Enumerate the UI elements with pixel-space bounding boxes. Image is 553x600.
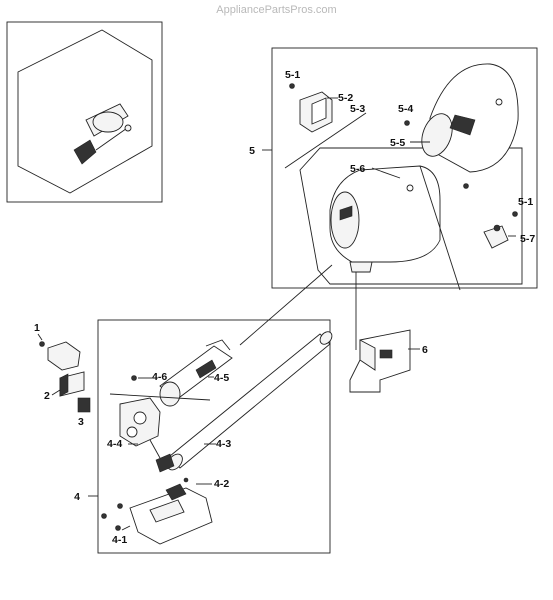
part-4-3-tube bbox=[167, 331, 333, 471]
housing-outline bbox=[299, 147, 523, 285]
overview-inset bbox=[6, 21, 163, 203]
label-5-7: 5-7 bbox=[520, 233, 535, 245]
label-5-4: 5-4 bbox=[398, 103, 413, 115]
watermark-text: AppliancePartsPros.com bbox=[216, 4, 337, 16]
part-5-6-lower-drum bbox=[329, 165, 441, 273]
leader-5-3 bbox=[284, 112, 367, 169]
group-4-frame: 4 bbox=[74, 319, 331, 554]
label-2: 2 bbox=[44, 390, 50, 402]
part-4-1-base-bracket bbox=[101, 483, 213, 545]
overview-cabinet-outline bbox=[17, 29, 153, 194]
label-5-5: 5-5 bbox=[390, 137, 405, 149]
part-5-7-sensor bbox=[483, 224, 516, 249]
part-2-connector bbox=[59, 371, 85, 397]
label-6: 6 bbox=[422, 344, 428, 356]
part-5-2-bracket bbox=[289, 83, 333, 133]
label-4-1: 4-1 bbox=[112, 534, 127, 546]
label-4-6: 4-6 bbox=[152, 371, 167, 383]
overview-frame bbox=[6, 21, 163, 203]
part-6-bracket bbox=[349, 329, 411, 393]
part-1-clip bbox=[39, 341, 81, 371]
part-4-5-burner bbox=[159, 339, 233, 407]
label-4-4: 4-4 bbox=[107, 438, 122, 450]
label-5-2: 5-2 bbox=[338, 92, 353, 104]
overview-burner-assembly bbox=[73, 103, 132, 165]
part-3-filter bbox=[77, 397, 91, 413]
part-5-5-upper-drum bbox=[421, 63, 519, 189]
group-5-frame: 5 bbox=[249, 47, 538, 289]
label-5-3: 5-3 bbox=[350, 103, 365, 115]
connector-drum-to-tube bbox=[239, 264, 333, 346]
label-4: 4 bbox=[74, 491, 80, 503]
label-3: 3 bbox=[78, 416, 84, 428]
label-4-3: 4-3 bbox=[216, 438, 231, 450]
label-5-6: 5-6 bbox=[350, 163, 365, 175]
label-4-2: 4-2 bbox=[214, 478, 229, 490]
label-5: 5 bbox=[249, 145, 255, 157]
label-4-5: 4-5 bbox=[214, 372, 229, 384]
label-5-1-top: 5-1 bbox=[285, 69, 300, 81]
label-1: 1 bbox=[34, 322, 40, 334]
label-5-1-right: 5-1 bbox=[518, 196, 533, 208]
part-4-4-gas-valve bbox=[119, 397, 175, 473]
